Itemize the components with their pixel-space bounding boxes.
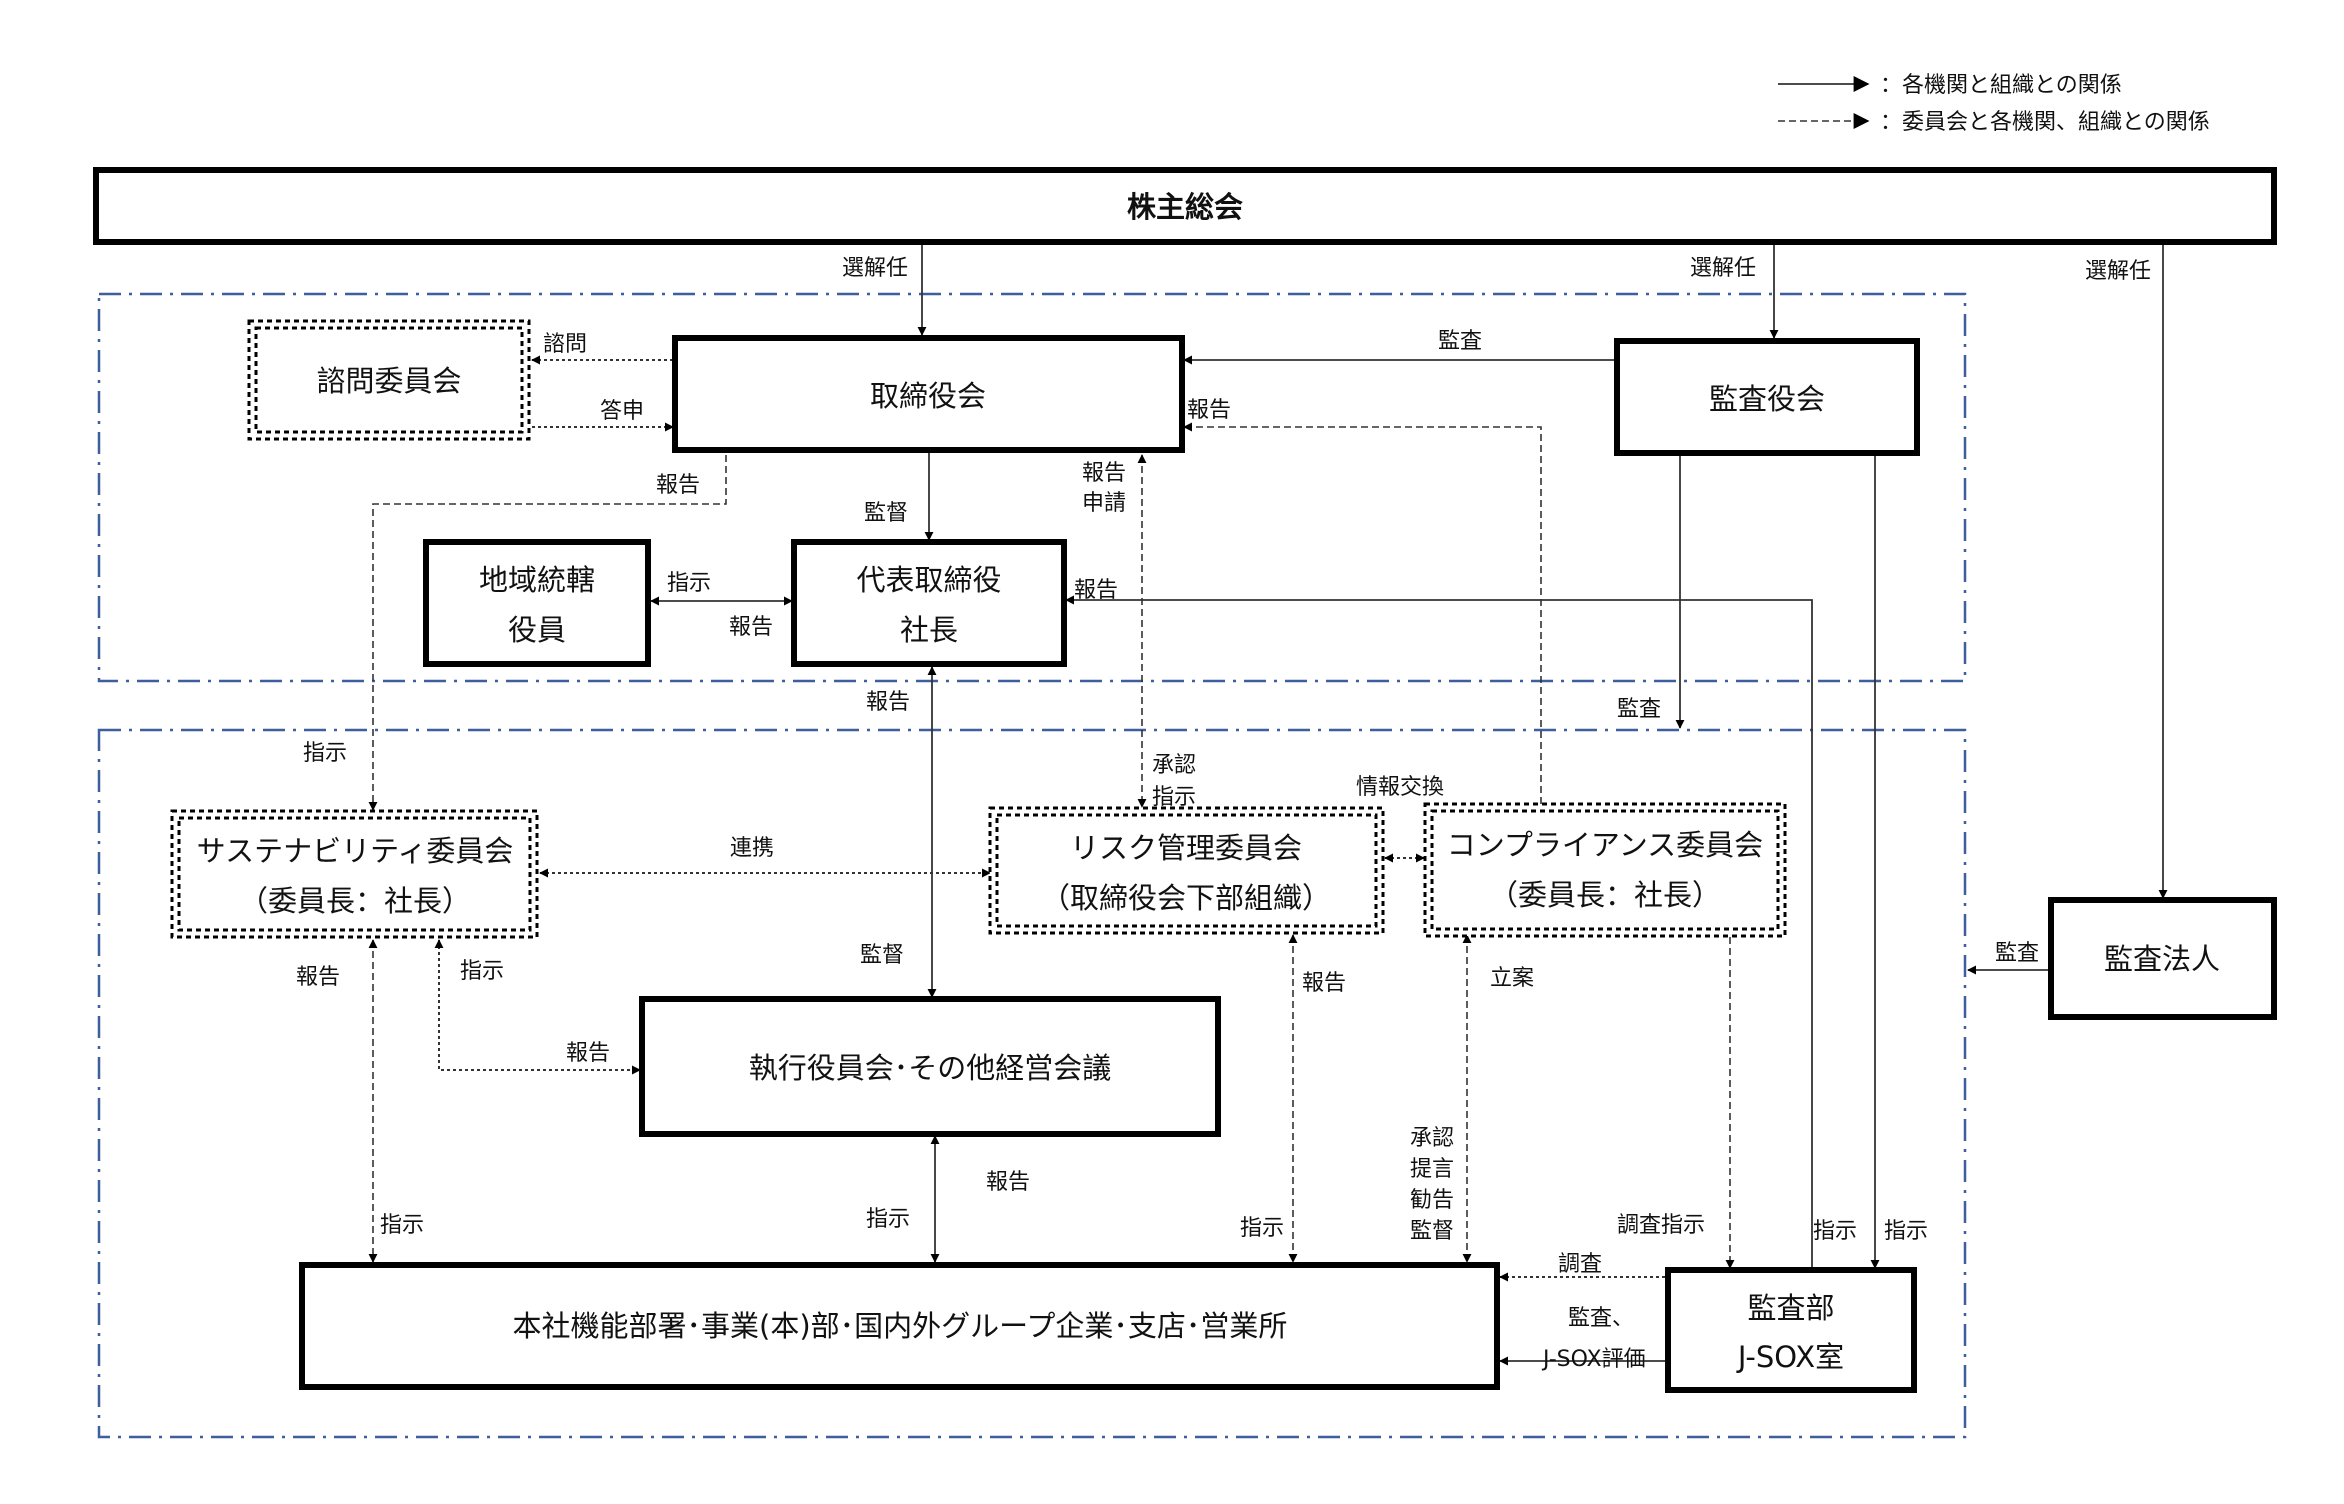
arrow-audit-dept-report-president — [1065, 595, 1813, 1268]
risk-label-2: （取締役会下部組織） — [1041, 881, 1331, 915]
label-report-regional: 報告 — [729, 615, 773, 640]
label-audit-firm-audit: 監査 — [1995, 941, 2039, 966]
compliance-label-1: コンプライアンス委員会 — [1447, 828, 1763, 862]
label-report-risk-board-1: 報告 — [1082, 461, 1126, 486]
box-compliance-committee[interactable]: コンプライアンス委員会 （委員長：社長） — [1423, 802, 1787, 938]
label-audit-jsox-2: J-SOX評価 — [1541, 1347, 1646, 1372]
label-report-comp-board: 報告 — [1187, 398, 1231, 423]
box-operations[interactable]: 本社機能部署･事業(本)部･国内外グループ企業･支店･営業所 — [299, 1262, 1500, 1390]
label-audit-jsox-1: 監査、 — [1568, 1306, 1634, 1331]
label-investigate: 調査 — [1558, 1252, 1602, 1277]
arrow-compliance-report-board — [1183, 422, 1542, 804]
compliance-label-2: （委員長：社長） — [1489, 878, 1721, 912]
label-instruct-regional: 指示 — [667, 571, 711, 596]
label-plan-comp: 立案 — [1490, 966, 1534, 991]
box-exec-meeting[interactable]: 執行役員会･その他経営会議 — [639, 996, 1221, 1137]
label-report-to-president: 報告 — [1074, 578, 1118, 603]
label-instruct-risk-ops: 指示 — [1240, 1216, 1284, 1241]
box-audit-firm[interactable]: 監査法人 — [2048, 897, 2277, 1020]
label-audit-down: 監査 — [1617, 697, 1661, 722]
box-board[interactable]: 取締役会 — [672, 335, 1185, 453]
label-report-risk-board-2: 申請 — [1082, 491, 1126, 516]
label-comp-ops-4: 監督 — [1410, 1219, 1454, 1244]
legend: ：各機関と組織との関係 ：委員会と各機関、組織との関係 — [1778, 73, 2210, 135]
label-audit-board-to-board: 監査 — [1438, 329, 1482, 354]
box-president[interactable]: 代表取締役 社長 — [791, 539, 1067, 667]
label-report-sust-exec: 報告 — [566, 1041, 610, 1066]
sustainability-label-2: （委員長：社長） — [239, 884, 471, 918]
regional-officer-label-1: 地域統轄 — [479, 563, 595, 597]
audit-board-label: 監査役会 — [1709, 382, 1825, 416]
box-audit-dept[interactable]: 監査部 J-SOX室 — [1665, 1267, 1917, 1393]
advisory-committee-label: 諮問委員会 — [316, 364, 461, 398]
label-comp-ops-3: 勧告 — [1410, 1188, 1454, 1213]
box-shareholders[interactable]: 株主総会 — [93, 167, 2277, 245]
box-risk-committee[interactable]: リスク管理委員会 （取締役会下部組織） — [988, 806, 1385, 935]
board-label: 取締役会 — [870, 379, 986, 413]
label-comp-ops-2: 提言 — [1410, 1157, 1454, 1182]
label-instruct-exec-ops: 指示 — [866, 1207, 910, 1232]
label-elect-audit-board: 選解任 — [1690, 256, 1756, 281]
audit-dept-label-2: J-SOX室 — [1736, 1340, 1844, 1374]
label-report-risk-ops: 報告 — [1302, 971, 1346, 996]
label-comp-ops-1: 承認 — [1410, 1126, 1454, 1151]
regional-officer-label-2: 役員 — [508, 613, 566, 647]
label-consult: 諮問 — [543, 332, 587, 357]
risk-label-1: リスク管理委員会 — [1070, 831, 1302, 865]
edge-labels: 選解任 選解任 選解任 諮問 答申 監査 報告 報告 報告 申請 監督 指示 報… — [296, 256, 2151, 1372]
label-report-sust-left: 報告 — [296, 965, 340, 990]
label-instruct-audit-2: 指示 — [1884, 1219, 1928, 1244]
president-label-2: 社長 — [900, 613, 958, 647]
label-info-exchange: 情報交換 — [1356, 775, 1444, 800]
board-region — [97, 292, 1967, 683]
box-advisory-committee[interactable]: 諮問委員会 — [247, 319, 531, 441]
arrow-board-instruct-sust — [368, 455, 727, 811]
label-report-exec-pres: 報告 — [866, 690, 910, 715]
label-instruct-sust-ops: 指示 — [380, 1213, 424, 1238]
label-instruct-sust: 指示 — [303, 741, 347, 766]
label-answer: 答申 — [600, 399, 644, 424]
label-report-ops-exec: 報告 — [986, 1170, 1030, 1195]
label-approve-risk-1: 承認 — [1152, 753, 1196, 778]
audit-dept-label-1: 監査部 — [1747, 1291, 1834, 1325]
legend-dotted-label: ：委員会と各機関、組織との関係 — [1880, 110, 2210, 135]
label-elect-audit-firm: 選解任 — [2085, 259, 2151, 284]
arrow-sust-exec — [434, 939, 641, 1075]
sustainability-label-1: サステナビリティ委員会 — [197, 834, 514, 868]
legend-solid-label: ：各機関と組織との関係 — [1880, 73, 2122, 98]
audit-firm-label: 監査法人 — [2104, 942, 2220, 976]
label-elect-board: 選解任 — [842, 256, 908, 281]
box-sustainability-committee[interactable]: サステナビリティ委員会 （委員長：社長） — [170, 809, 539, 939]
label-supervise-board: 監督 — [864, 501, 908, 526]
label-supervise-exec: 監督 — [860, 943, 904, 968]
president-label-1: 代表取締役 — [856, 563, 1001, 597]
connectors — [368, 242, 2168, 1366]
label-cooperation: 連携 — [730, 836, 774, 861]
label-instruct-sust-right: 指示 — [460, 959, 504, 984]
exec-meeting-label: 執行役員会･その他経営会議 — [749, 1051, 1112, 1085]
execution-region — [97, 728, 1967, 1439]
label-investigate-instruct: 調査指示 — [1617, 1213, 1705, 1238]
shareholders-label: 株主総会 — [1127, 190, 1243, 224]
box-regional-officer[interactable]: 地域統轄 役員 — [423, 539, 651, 667]
label-approve-risk-2: 指示 — [1152, 785, 1196, 810]
label-report-sust-board: 報告 — [656, 473, 700, 498]
operations-label: 本社機能部署･事業(本)部･国内外グループ企業･支店･営業所 — [513, 1309, 1288, 1343]
label-instruct-audit-1: 指示 — [1813, 1219, 1857, 1244]
box-audit-board[interactable]: 監査役会 — [1614, 338, 1920, 456]
